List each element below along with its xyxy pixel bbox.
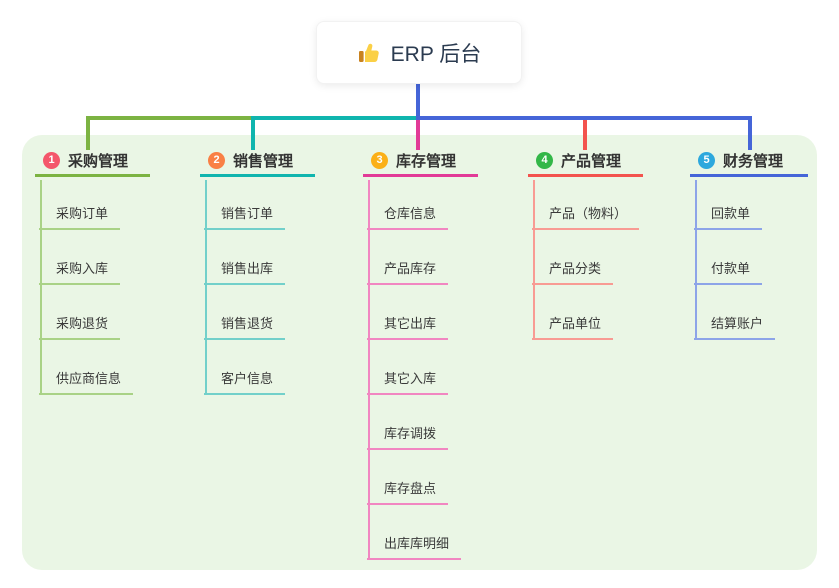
branch-label-text: 财务管理: [723, 153, 784, 170]
child-node[interactable]: 产品库存: [367, 257, 449, 285]
child-node[interactable]: 产品分类: [532, 257, 614, 285]
branch-node-3[interactable]: 3 库存管理: [363, 147, 478, 177]
bus-line-right: [416, 116, 752, 120]
branch-badge: 5: [698, 152, 715, 169]
branch-spine-line: [533, 180, 535, 340]
branch-label-text: 采购管理: [68, 153, 129, 170]
bus-line-left: [86, 116, 255, 120]
child-node[interactable]: 产品（物料）: [532, 202, 640, 230]
child-node[interactable]: 产品单位: [532, 312, 614, 340]
branch-node-2[interactable]: 2 销售管理: [200, 147, 315, 177]
branch-drop-line: [86, 116, 90, 150]
child-node[interactable]: 出库库明细: [367, 532, 462, 560]
root-title: ERP 后台: [390, 42, 482, 66]
child-node[interactable]: 客户信息: [204, 367, 286, 395]
branch-label-text: 产品管理: [561, 153, 622, 170]
branch-spine-line: [205, 180, 207, 395]
branch-badge: 4: [536, 152, 553, 169]
child-node[interactable]: 销售退货: [204, 312, 286, 340]
branches-panel: [22, 135, 817, 570]
branch-badge: 2: [208, 152, 225, 169]
root-stem-line: [416, 82, 420, 118]
child-node[interactable]: 采购退货: [39, 312, 121, 340]
child-node[interactable]: 销售出库: [204, 257, 286, 285]
branch-label-text: 销售管理: [233, 153, 294, 170]
child-node[interactable]: 回款单: [694, 202, 763, 230]
branch-drop-line: [583, 120, 587, 150]
child-node[interactable]: 销售订单: [204, 202, 286, 230]
child-node[interactable]: 供应商信息: [39, 367, 134, 395]
branch-drop-line: [748, 116, 752, 150]
branch-spine-line: [368, 180, 370, 560]
branch-badge: 3: [371, 152, 388, 169]
child-node[interactable]: 库存盘点: [367, 477, 449, 505]
child-node[interactable]: 付款单: [694, 257, 763, 285]
branch-drop-line: [416, 120, 420, 150]
branch-spine-line: [695, 180, 697, 340]
root-node[interactable]: ERP 后台: [316, 21, 522, 84]
branch-label-text: 库存管理: [396, 153, 457, 170]
child-node[interactable]: 仓库信息: [367, 202, 449, 230]
branch-drop-line: [251, 116, 255, 150]
child-node[interactable]: 其它入库: [367, 367, 449, 395]
branch-node-5[interactable]: 5 财务管理: [690, 147, 808, 177]
branch-node-4[interactable]: 4 产品管理: [528, 147, 643, 177]
bus-line-middle: [251, 116, 416, 120]
thumbs-up-icon: [357, 41, 381, 65]
child-node[interactable]: 采购入库: [39, 257, 121, 285]
child-node[interactable]: 结算账户: [694, 312, 776, 340]
child-node[interactable]: 其它出库: [367, 312, 449, 340]
branch-spine-line: [40, 180, 42, 395]
branch-node-1[interactable]: 1 采购管理: [35, 147, 150, 177]
child-node[interactable]: 库存调拨: [367, 422, 449, 450]
branch-badge: 1: [43, 152, 60, 169]
child-node[interactable]: 采购订单: [39, 202, 121, 230]
